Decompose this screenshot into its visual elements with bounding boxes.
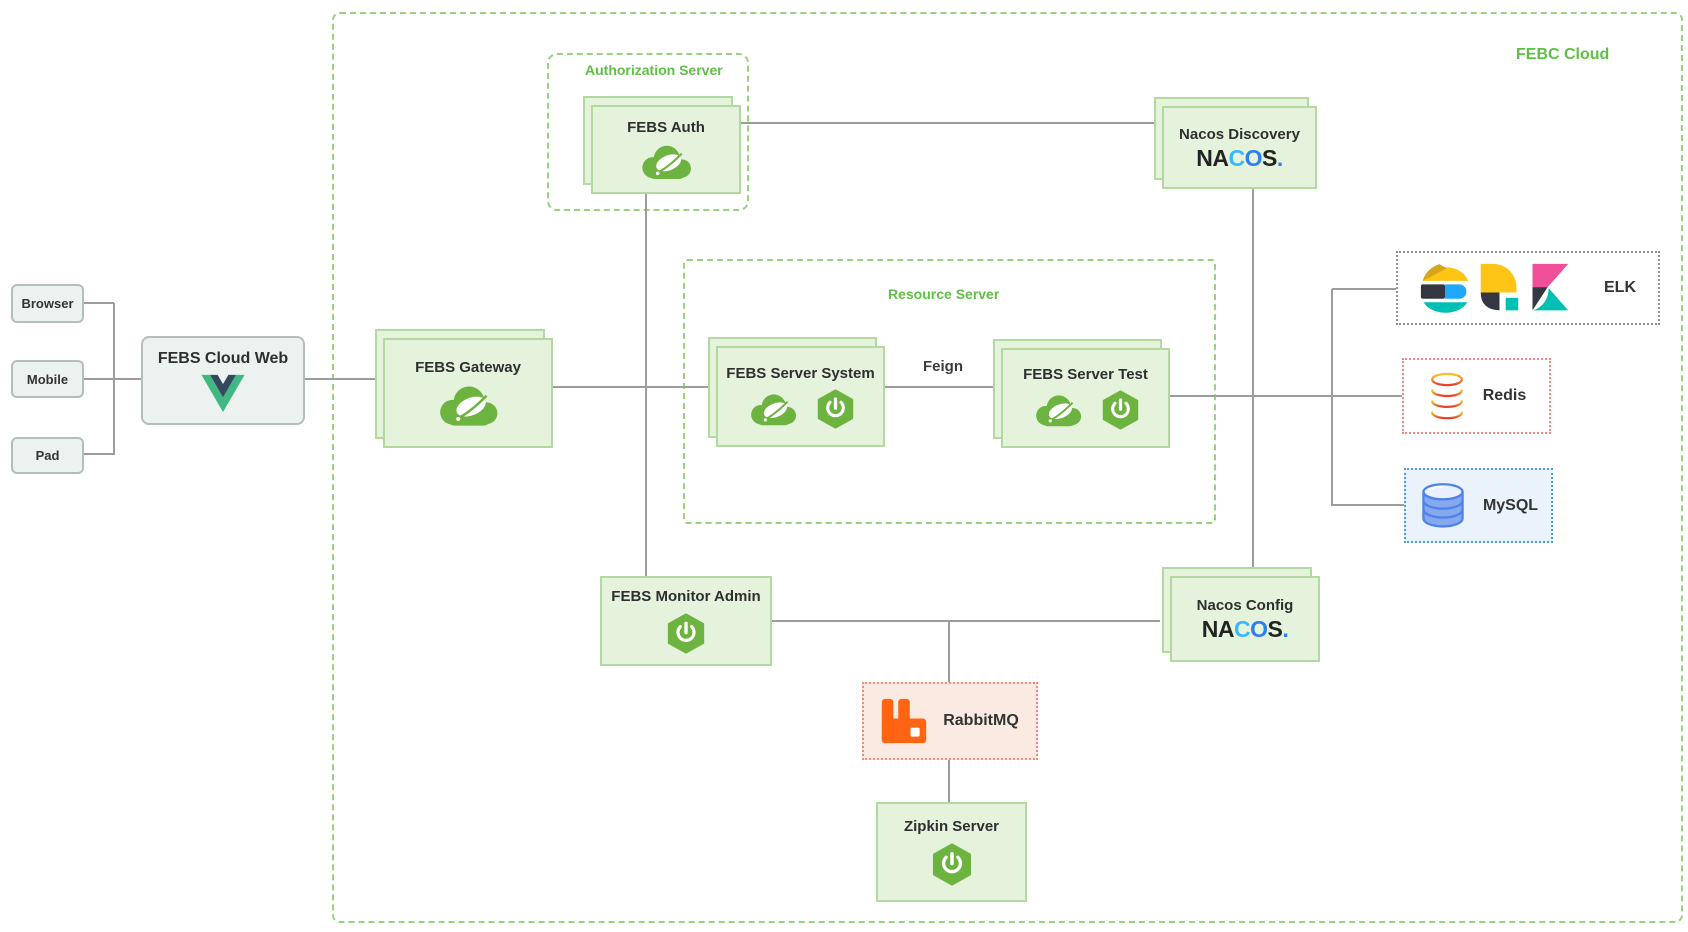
edge-auth-monitor bbox=[645, 194, 647, 576]
rabbitmq-icon bbox=[882, 698, 927, 744]
resource-server-label: Resource Server bbox=[888, 286, 1000, 302]
spring-boot-icon bbox=[667, 613, 705, 654]
vue-icon bbox=[201, 374, 245, 412]
edge-bus-mysql bbox=[1332, 504, 1404, 506]
feign-edge-label: Feign bbox=[923, 358, 963, 375]
edge-bus-rabbitmq bbox=[948, 622, 950, 682]
edge-mobile-web bbox=[84, 378, 141, 380]
edge-gateway-system bbox=[553, 386, 716, 388]
node-label: ELK bbox=[1604, 279, 1636, 296]
client-browser: Browser bbox=[11, 284, 84, 323]
nacos-logo: NACOS. bbox=[1201, 616, 1289, 642]
spring-cloud-icon bbox=[1036, 395, 1082, 427]
edge-right-bus bbox=[1331, 289, 1333, 506]
node-label: FEBS Server System bbox=[726, 364, 875, 382]
node-febs-gateway: FEBS Gateway bbox=[375, 329, 553, 448]
edge-auth-nacos-discovery bbox=[741, 122, 1162, 124]
client-browser-label: Browser bbox=[21, 296, 74, 311]
edge-monitor-nacos-config bbox=[772, 620, 1160, 622]
node-label: RabbitMQ bbox=[943, 712, 1019, 729]
node-label: FEBS Server Test bbox=[1023, 366, 1148, 383]
edge-browser-bus bbox=[84, 302, 114, 304]
resource-server-group bbox=[683, 259, 1216, 524]
node-redis: Redis bbox=[1402, 358, 1551, 434]
spring-boot-icon bbox=[1102, 390, 1139, 430]
authorization-server-group bbox=[547, 53, 749, 211]
node-nacos-config: Nacos Config NACOS. bbox=[1162, 567, 1320, 662]
node-label: Nacos Discovery bbox=[1179, 125, 1300, 143]
node-febs-server-test: FEBS Server Test bbox=[993, 339, 1170, 448]
edge-web-gateway bbox=[305, 378, 383, 380]
nacos-logo: NACOS. bbox=[1196, 144, 1283, 171]
edge-feign bbox=[885, 386, 1001, 388]
edge-nacos-discovery-config bbox=[1252, 189, 1254, 576]
client-mobile-label: Mobile bbox=[26, 371, 69, 387]
edge-pad-bus bbox=[84, 453, 114, 455]
edge-bus-elk bbox=[1332, 288, 1396, 290]
edge-rabbitmq-zipkin bbox=[948, 760, 950, 802]
node-label: Nacos Config bbox=[1196, 597, 1294, 614]
edge-test-redis bbox=[1170, 395, 1402, 397]
authorization-server-label: Authorization Server bbox=[585, 62, 723, 78]
node-elk: ELK bbox=[1396, 251, 1660, 325]
edge-client-bus bbox=[113, 303, 115, 455]
redis-icon bbox=[1430, 372, 1463, 420]
node-febs-server-system: FEBS Server System bbox=[708, 337, 885, 447]
spring-cloud-icon bbox=[642, 145, 691, 179]
elk-logo bbox=[1420, 263, 1569, 313]
febc-cloud-container bbox=[332, 12, 1683, 923]
febc-cloud-label: FEBC Cloud bbox=[1516, 46, 1610, 63]
node-febs-cloud-web: FEBS Cloud Web bbox=[141, 336, 305, 425]
spring-cloud-icon bbox=[751, 393, 797, 425]
node-label: MySQL bbox=[1482, 496, 1539, 514]
node-nacos-discovery: Nacos Discovery NACOS. bbox=[1154, 97, 1317, 189]
spring-boot-icon bbox=[932, 843, 971, 886]
node-febs-auth: FEBS Auth bbox=[583, 96, 741, 194]
node-label: FEBS Monitor Admin bbox=[611, 588, 761, 605]
spring-boot-icon bbox=[817, 388, 854, 429]
node-label: FEBS Gateway bbox=[415, 359, 521, 376]
spring-cloud-icon bbox=[440, 386, 498, 426]
node-mysql: MySQL bbox=[1404, 468, 1553, 543]
node-label: FEBS Cloud Web bbox=[157, 349, 289, 367]
mysql-icon bbox=[1422, 482, 1464, 528]
node-label: Redis bbox=[1482, 387, 1527, 404]
node-febs-monitor-admin: FEBS Monitor Admin bbox=[600, 576, 772, 666]
node-zipkin-server: Zipkin Server bbox=[876, 802, 1027, 902]
node-label: FEBS Auth bbox=[627, 119, 705, 136]
client-pad: Pad bbox=[11, 437, 84, 474]
client-mobile: Mobile bbox=[11, 360, 84, 398]
node-label: Zipkin Server bbox=[903, 818, 1000, 835]
client-pad-label: Pad bbox=[35, 448, 60, 463]
node-rabbitmq: RabbitMQ bbox=[862, 682, 1038, 760]
